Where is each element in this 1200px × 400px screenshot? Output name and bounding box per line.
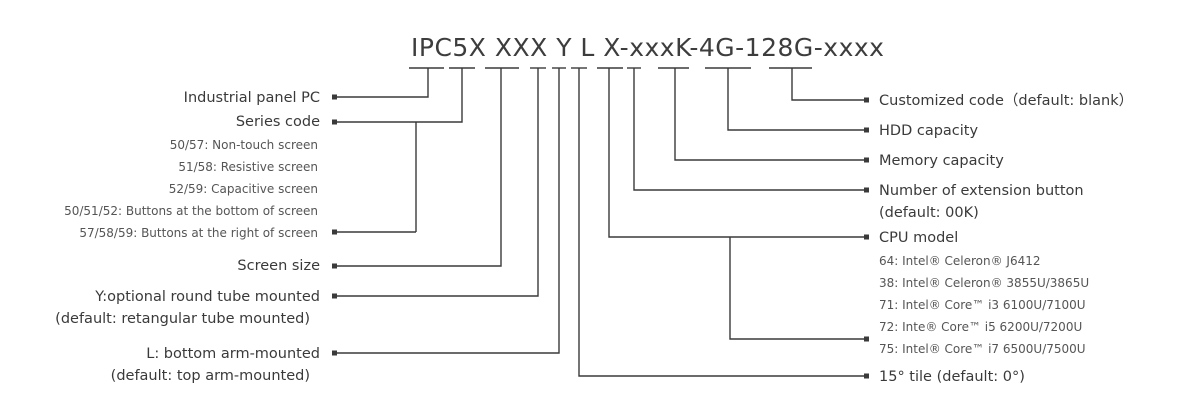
label-cpu-opt-2: 38: Intel® Celeron® 3855U/3865U <box>879 276 1090 290</box>
connector-tilt <box>578 68 866 377</box>
label-memory: Memory capacity <box>879 153 1004 169</box>
connector-panel-pc <box>335 68 429 98</box>
marker-y <box>332 293 337 299</box>
connector-cpu <box>608 68 866 238</box>
label-cpu: CPU model <box>879 230 959 246</box>
label-l-line2: (default: top arm-mounted) <box>110 368 310 384</box>
connector-series-code <box>335 68 463 123</box>
label-series-opt-3: 52/59: Capacitive screen <box>168 182 318 196</box>
label-y-line2: (default: retangular tube mounted) <box>55 311 310 327</box>
marker-cpu <box>864 234 869 240</box>
marker-screen-size <box>332 263 337 269</box>
connector-screen-size <box>335 68 502 267</box>
marker-cpu-branch <box>864 336 869 342</box>
label-cpu-opt-1: 64: Intel® Celeron® J6412 <box>879 254 1041 268</box>
label-tilt: 15° tile (default: 0°) <box>879 369 1025 385</box>
connector-ext <box>633 68 866 191</box>
connector-cpu-branch <box>729 237 866 340</box>
connector-hdd <box>727 68 866 131</box>
label-l-line1: L: bottom arm-mounted <box>146 346 320 362</box>
connector-l <box>335 68 560 354</box>
label-y-line1: Y:optional round tube mounted <box>95 289 320 305</box>
label-cpu-opt-3: 71: Intel® Core™ i3 6100U/7100U <box>879 298 1086 312</box>
label-ext-line2: (default: 00K) <box>879 205 979 221</box>
marker-series-code <box>332 119 337 125</box>
marker-tilt <box>864 373 869 379</box>
label-cpu-opt-5: 75: Intel® Core™ i7 6500U/7500U <box>879 342 1086 356</box>
model-code: IPC5X XXX Y L X-xxxK-4G-128G-xxxx <box>411 33 885 62</box>
label-hdd: HDD capacity <box>879 123 979 139</box>
marker-hdd <box>864 127 869 133</box>
label-screen-size: Screen size <box>237 258 320 274</box>
marker-memory <box>864 157 869 163</box>
label-series-opt-2: 51/58: Resistive screen <box>178 160 318 174</box>
marker-panel-pc <box>332 94 337 100</box>
label-series-code: Series code <box>235 114 320 130</box>
marker-ext <box>864 187 869 193</box>
label-customized: Customized code（default: blank） <box>879 93 1134 109</box>
marker-series-bottom <box>332 229 337 235</box>
connector-y <box>335 68 539 297</box>
label-series-opt-1: 50/57: Non-touch screen <box>169 138 318 152</box>
connector-memory <box>674 68 866 161</box>
label-cpu-opt-4: 72: Inte® Core™ i5 6200U/7200U <box>879 320 1083 334</box>
connector-customized <box>791 68 866 101</box>
label-series-opt-4: 50/51/52: Buttons at the bottom of scree… <box>64 204 318 218</box>
label-ext-line1: Number of extension button <box>879 183 1084 199</box>
label-series-opt-5: 57/58/59: Buttons at the right of screen <box>79 226 318 240</box>
label-panel-pc: Industrial panel PC <box>183 90 320 106</box>
marker-customized <box>864 97 869 103</box>
marker-l <box>332 350 337 356</box>
